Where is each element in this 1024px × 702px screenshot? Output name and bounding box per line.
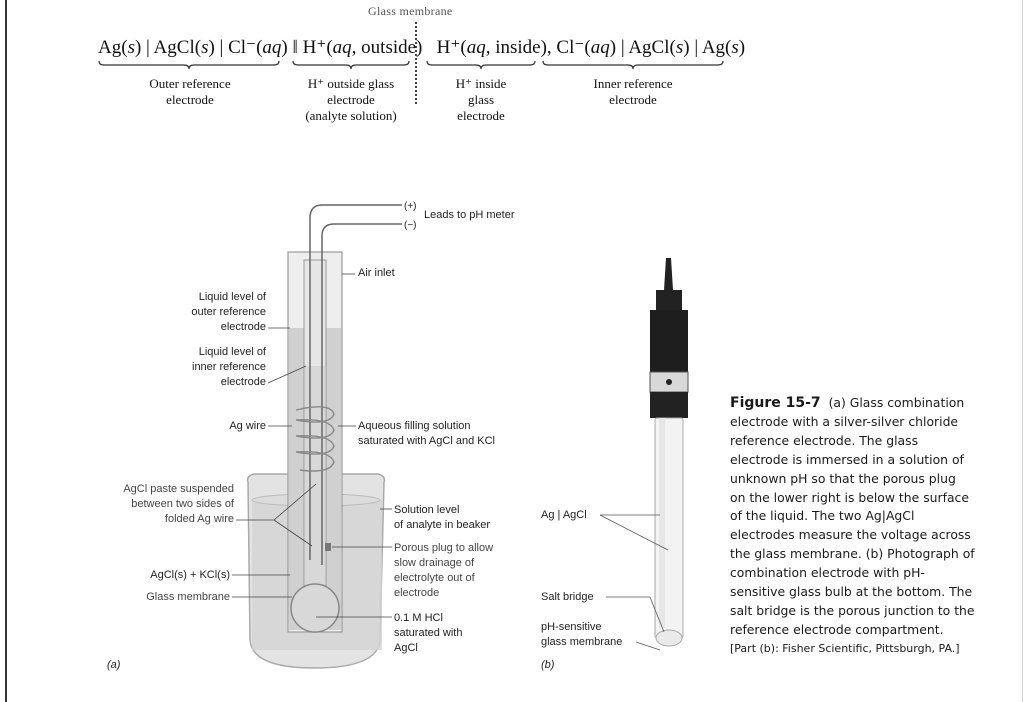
- brace-outer-reference: [98, 60, 280, 70]
- eq-part: ) | AgCl(: [134, 37, 202, 58]
- agcl-paste-label: AgCl paste suspended between two sides o…: [96, 482, 234, 527]
- label-line: of analyte in beaker: [394, 519, 491, 531]
- page-edge-right: [1022, 0, 1023, 702]
- eq-part: ) | Cl⁻(: [208, 37, 263, 58]
- label-line: (analyte solution): [305, 108, 397, 123]
- caption-credit: [Part (b): Fisher Scientific, Pittsburgh…: [730, 641, 960, 655]
- label-line: saturated with: [394, 627, 463, 639]
- air-inlet-label: Air inlet: [358, 267, 395, 279]
- caption-text: (a) Glass combination electrode with a s…: [730, 395, 975, 637]
- brace-label-outer-reference: Outer reference electrode: [120, 76, 260, 108]
- eq-part: H⁺(: [422, 37, 467, 58]
- label-line: Liquid level of: [198, 291, 266, 303]
- cell-equation: Ag(s) | AgCl(s) | Cl⁻(aq) ‖ H⁺(aq, outsi…: [98, 36, 745, 59]
- eq-part: s: [731, 37, 739, 58]
- label-line: electrode: [609, 92, 657, 107]
- label-line: outer reference: [191, 306, 266, 318]
- brace-inside-glass: [426, 60, 536, 70]
- hcl-label: 0.1 M HCl saturated with AgCl: [394, 611, 462, 656]
- glass-membrane-label-a: Glass membrane: [146, 591, 230, 603]
- label-line: AgCl: [394, 642, 418, 654]
- label-line: electrode: [220, 376, 266, 388]
- eq-part: s: [675, 37, 684, 58]
- brace-inner-reference: [542, 60, 724, 70]
- label-line: Aqueous filling solution: [358, 420, 471, 432]
- label-line: H⁺ outside glass: [307, 76, 395, 91]
- eq-part: aq: [590, 37, 610, 58]
- eq-part: aq: [466, 37, 486, 58]
- eq-part: ): [738, 37, 746, 58]
- label-line: Porous plug to allow: [394, 542, 494, 554]
- figure-number: Figure 15-7: [730, 395, 821, 411]
- eq-part: aq: [262, 37, 282, 58]
- label-line: electrode: [166, 92, 214, 107]
- eq-part: ) | Ag(: [683, 37, 732, 58]
- eq-part: s: [201, 37, 209, 58]
- label-line: Outer reference: [149, 76, 231, 91]
- inner-liquid-level-label: Liquid level of inner reference electrod…: [140, 345, 266, 390]
- page-edge-left: [5, 0, 7, 702]
- label-line: AgCl paste suspended: [123, 483, 234, 495]
- outer-liquid-level-label: Liquid level of outer reference electrod…: [140, 290, 266, 335]
- label-line: between two sides of: [131, 498, 234, 510]
- eq-part: ) | AgCl(: [609, 37, 676, 58]
- eq-part: , inside), Cl⁻(: [485, 37, 591, 58]
- brace-label-outside-glass: H⁺ outside glass electrode (analyte solu…: [286, 76, 416, 124]
- eq-part: aq: [332, 37, 352, 58]
- label-line: electrode: [327, 92, 375, 107]
- eq-part: , outside): [351, 37, 423, 58]
- glass-membrane-heading: Glass membrane: [368, 4, 453, 18]
- label-line: H⁺ inside: [455, 76, 507, 91]
- label-line: electrode: [457, 108, 505, 123]
- brace-label-inside-glass: H⁺ inside glass electrode: [436, 76, 526, 124]
- label-line: Liquid level of: [198, 346, 266, 358]
- ph-membrane-label: pH-sensitive glass membrane: [541, 620, 622, 650]
- brace-label-inner-reference: Inner reference electrode: [563, 76, 703, 108]
- lead-minus-label: (−): [404, 220, 417, 231]
- label-line: pH-sensitive: [541, 621, 602, 633]
- label-line: glass membrane: [541, 636, 623, 648]
- label-line: electrode: [220, 321, 266, 333]
- label-line: folded Ag wire: [164, 513, 234, 525]
- label-line: saturated with AgCl and KCl: [358, 435, 495, 447]
- lead-plus-label: (+): [404, 201, 417, 212]
- porous-plug-label: Porous plug to allow slow drainage of el…: [394, 541, 493, 601]
- label-line: slow drainage of: [394, 557, 475, 569]
- label-line: inner reference: [192, 361, 266, 373]
- agcl-kcl-label: AgCl(s) + KCl(s): [150, 569, 230, 581]
- brace-outside-glass: [292, 60, 410, 70]
- eq-part: s: [127, 37, 135, 58]
- label-line: Solution level: [394, 504, 460, 516]
- part-b-label: (b): [541, 659, 555, 671]
- eq-part: Ag(: [98, 37, 128, 58]
- label-line: glass: [468, 92, 494, 107]
- part-a-label: (a): [107, 659, 121, 671]
- label-line: electrode: [394, 587, 440, 599]
- label-line: 0.1 M HCl: [394, 612, 443, 624]
- figure-caption: Figure 15-7 (a) Glass combination electr…: [730, 394, 975, 659]
- solution-level-label: Solution level of analyte in beaker: [394, 503, 490, 533]
- salt-bridge-label: Salt bridge: [541, 591, 594, 603]
- label-line: Inner reference: [593, 76, 673, 91]
- filling-solution-label: Aqueous filling solution saturated with …: [358, 419, 495, 449]
- label-line: electrolyte out of: [394, 572, 475, 584]
- eq-part: ) ‖ H⁺(: [281, 37, 333, 58]
- ag-agcl-label: Ag | AgCl: [541, 509, 587, 521]
- glass-membrane-dotted-line: [415, 22, 417, 104]
- ag-wire-label: Ag wire: [229, 420, 266, 432]
- leads-to-ph-meter-label: Leads to pH meter: [424, 209, 515, 221]
